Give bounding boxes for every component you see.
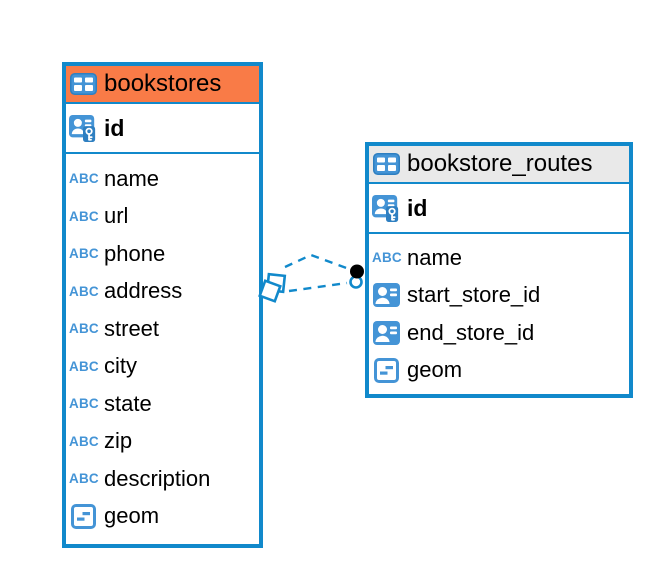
entity-bookstore-routes[interactable]: bookstore_routes id	[365, 142, 633, 398]
relation-line-2[interactable]	[288, 281, 348, 293]
column-row[interactable]: ABC address	[66, 273, 259, 311]
primary-key-row[interactable]: id	[66, 104, 259, 154]
entity-header-bookstore-routes[interactable]: bookstore_routes	[369, 146, 629, 184]
person-key-icon	[69, 114, 97, 143]
text-type-icon: ABC	[372, 250, 402, 266]
column-name: name	[407, 244, 463, 270]
text-type-icon: ABC	[69, 471, 99, 487]
entity-bookstores[interactable]: bookstores id A	[62, 62, 263, 548]
entity-title: bookstore_routes	[407, 150, 593, 177]
relation-marker-squares[interactable]	[258, 272, 287, 303]
column-row[interactable]: ABC street	[66, 310, 259, 348]
column-row[interactable]: geom	[66, 498, 259, 536]
text-type-icon: ABC	[69, 396, 99, 412]
geometry-type-icon	[372, 357, 400, 383]
column-name: city	[104, 353, 137, 379]
person-reference-icon	[372, 283, 400, 308]
column-row[interactable]: ABC name	[369, 239, 629, 277]
primary-key-name: id	[104, 114, 125, 141]
column-row[interactable]: ABC city	[66, 348, 259, 386]
column-row[interactable]: ABC name	[66, 160, 259, 198]
geometry-type-icon	[69, 503, 97, 529]
column-row[interactable]: geom	[369, 352, 629, 390]
primary-key-name: id	[407, 194, 428, 221]
column-name: geom	[104, 503, 160, 529]
column-name: description	[104, 465, 211, 491]
column-name: phone	[104, 240, 166, 266]
column-name: zip	[104, 428, 133, 454]
column-row[interactable]: ABC phone	[66, 235, 259, 273]
relation-line-1[interactable]	[284, 253, 350, 271]
text-type-icon: ABC	[69, 321, 99, 337]
entity-header-bookstores[interactable]: bookstores	[66, 66, 259, 104]
table-grid-icon	[372, 153, 400, 175]
text-type-icon: ABC	[69, 283, 99, 299]
column-name: geom	[407, 357, 463, 383]
column-row[interactable]: ABC state	[66, 385, 259, 423]
text-type-icon: ABC	[69, 208, 99, 224]
column-name: start_store_id	[407, 282, 541, 308]
person-key-icon	[372, 194, 400, 223]
column-row[interactable]: start_store_id	[369, 277, 629, 315]
column-name: url	[104, 203, 129, 229]
primary-key-row[interactable]: id	[369, 184, 629, 234]
text-type-icon: ABC	[69, 433, 99, 449]
column-name: street	[104, 315, 160, 341]
column-row[interactable]: ABC description	[66, 460, 259, 498]
text-type-icon: ABC	[69, 246, 99, 262]
column-name: state	[104, 390, 152, 416]
text-type-icon: ABC	[69, 358, 99, 374]
column-row[interactable]: ABC url	[66, 198, 259, 236]
column-row[interactable]: end_store_id	[369, 314, 629, 352]
column-name: end_store_id	[407, 319, 535, 345]
column-list: ABC name start_store_id	[369, 234, 629, 389]
text-type-icon: ABC	[69, 171, 99, 187]
person-reference-icon	[372, 320, 400, 345]
column-name: address	[104, 278, 183, 304]
relation-marker-dot[interactable]	[349, 264, 364, 289]
table-grid-icon	[69, 73, 97, 95]
column-row[interactable]: ABC zip	[66, 423, 259, 461]
entity-title: bookstores	[104, 70, 222, 97]
column-name: name	[104, 165, 160, 191]
column-list: ABC name ABC url ABC phone ABC address A…	[66, 154, 259, 535]
